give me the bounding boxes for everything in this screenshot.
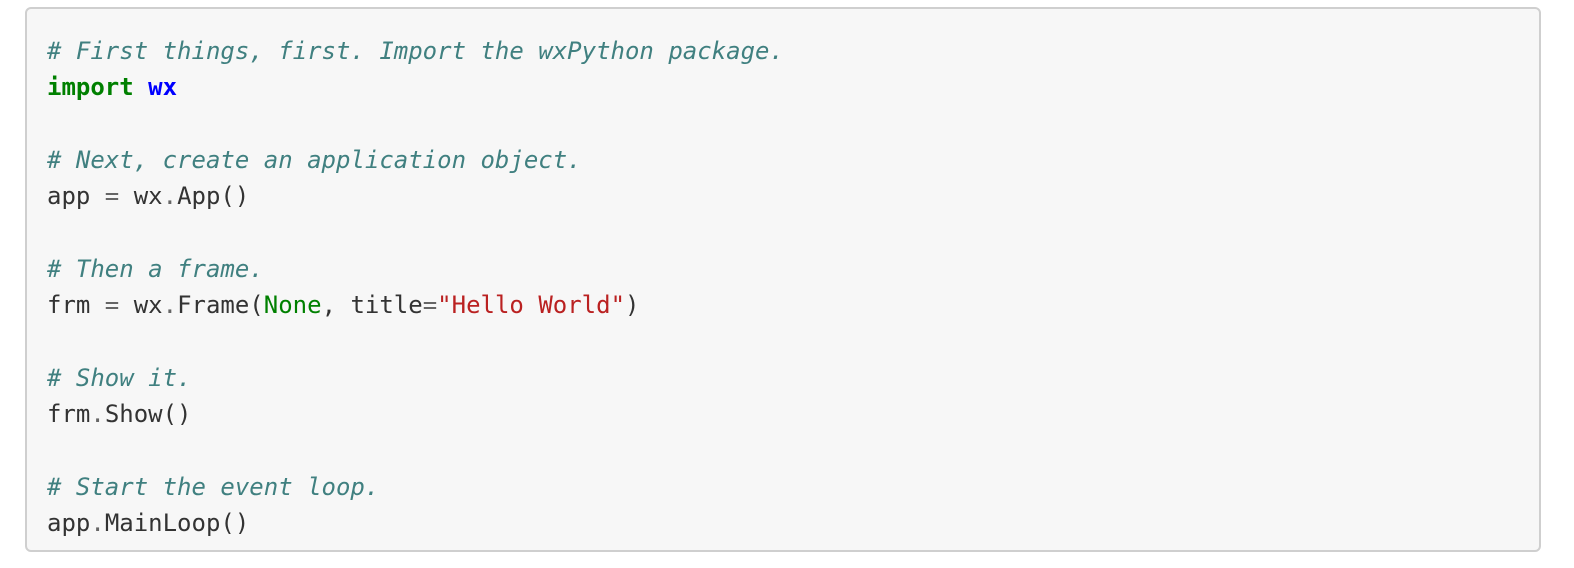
code-block: # First things, first. Import the wxPyth… xyxy=(25,7,1541,552)
identifier: wx xyxy=(119,182,163,211)
identifier: ) xyxy=(625,291,640,320)
identifier: Show() xyxy=(104,399,192,428)
code-line: frm = wx.Frame(None, title="Hello World"… xyxy=(47,287,1539,323)
blank-line xyxy=(47,432,1539,468)
operator: = xyxy=(104,182,120,211)
string-literal: "Hello World" xyxy=(437,291,626,320)
identifier: wx xyxy=(119,291,163,320)
code-line: import wx xyxy=(47,69,1539,105)
code-line: app = wx.App() xyxy=(47,178,1539,214)
blank-line xyxy=(47,106,1539,142)
code-listing[interactable]: # First things, first. Import the wxPyth… xyxy=(47,33,1539,541)
operator: = xyxy=(104,291,120,320)
code-line: # Show it. xyxy=(47,360,1539,396)
identifier: Frame( xyxy=(177,291,264,320)
identifier: app xyxy=(47,182,105,211)
keyword-import: import xyxy=(47,73,134,102)
code-line: # Then a frame. xyxy=(47,251,1539,287)
identifier: frm xyxy=(47,399,91,428)
code-line: # First things, first. Import the wxPyth… xyxy=(47,33,1539,69)
operator: = xyxy=(422,291,438,320)
identifier: App() xyxy=(177,182,250,211)
blank-line xyxy=(47,323,1539,359)
comment: # Then a frame. xyxy=(47,254,264,283)
operator: . xyxy=(90,399,105,428)
comment: # Start the event loop. xyxy=(47,472,380,501)
operator: . xyxy=(162,291,178,320)
identifier: app xyxy=(47,508,91,537)
code-line: app.MainLoop() xyxy=(47,505,1539,541)
comment: # First things, first. Import the wxPyth… xyxy=(47,37,784,65)
identifier: MainLoop() xyxy=(104,508,250,537)
constant-none: None xyxy=(263,291,322,320)
operator: . xyxy=(162,182,178,211)
comment: # Next, create an application object. xyxy=(47,145,582,174)
identifier: frm xyxy=(47,291,105,320)
comment: # Show it. xyxy=(47,363,192,392)
code-line: frm.Show() xyxy=(47,396,1539,432)
module-name: wx xyxy=(148,73,178,102)
identifier: , title xyxy=(321,291,423,320)
operator: . xyxy=(90,508,105,537)
blank-line xyxy=(47,214,1539,250)
code-line: # Start the event loop. xyxy=(47,469,1539,505)
code-line: # Next, create an application object. xyxy=(47,142,1539,178)
